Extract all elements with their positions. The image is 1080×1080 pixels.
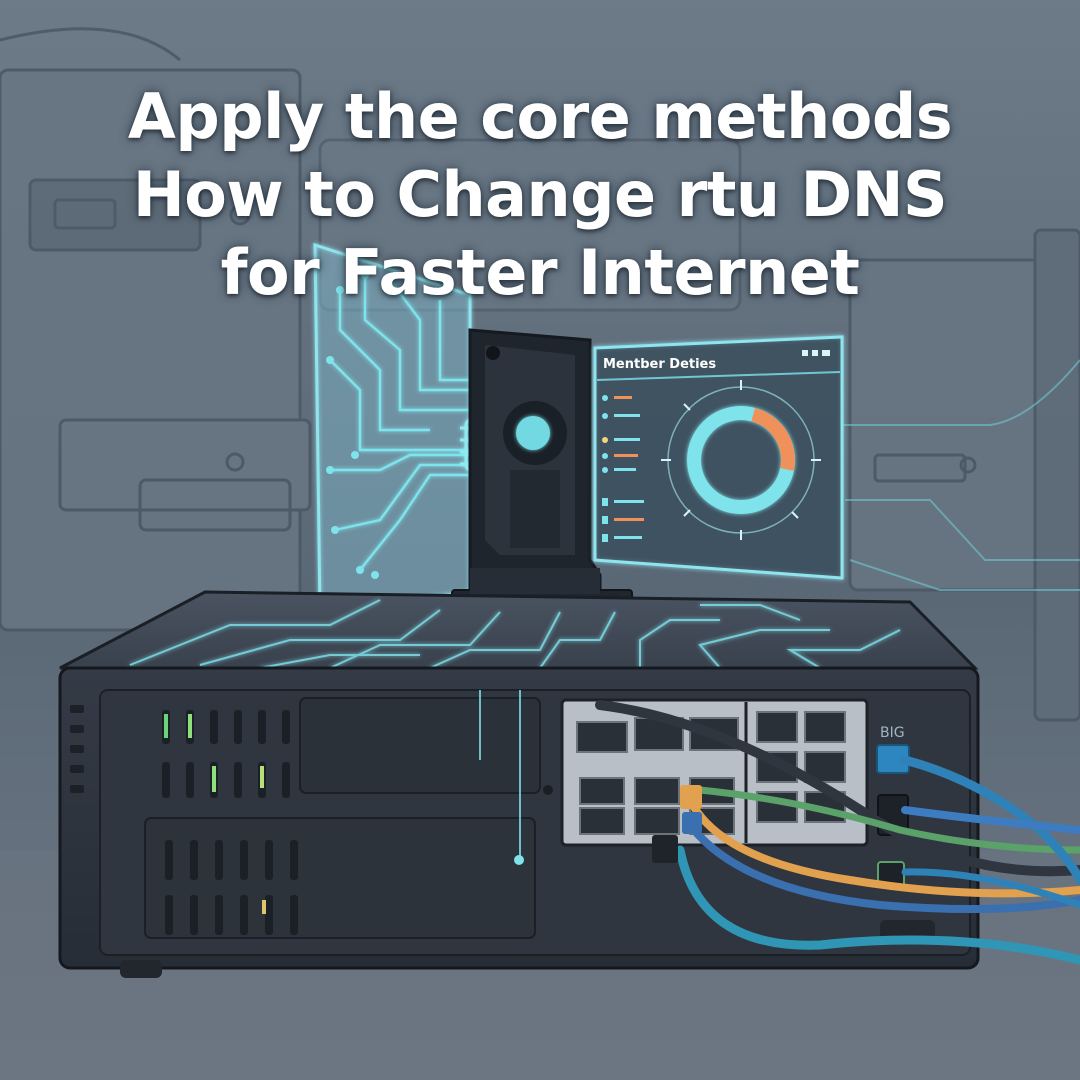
- network-cables: [595, 700, 1080, 965]
- background-circuit-lines: [840, 359, 1080, 591]
- dashboard-title: Mentber Deties: [603, 357, 716, 372]
- router: BIG: [58, 590, 980, 978]
- router-side-vents: [70, 705, 84, 793]
- router-port-block: [560, 698, 869, 847]
- dashboard-gauge: [661, 380, 821, 540]
- headline-line-2: How to Change rtu DNS: [132, 158, 948, 231]
- headline-line-1: Apply the core methods: [127, 80, 953, 153]
- headline-line-3: for Faster Internet: [220, 236, 860, 309]
- router-top-traces: [129, 599, 901, 669]
- dashboard-list-items: [602, 395, 644, 542]
- dashboard-window-controls: [802, 350, 830, 356]
- router-status-leds: [164, 714, 266, 914]
- headline: Apply the core methods How to Change rtu…: [0, 78, 1080, 312]
- hologram-dashboard: Mentber Deties: [593, 335, 844, 580]
- port-label: BIG: [880, 725, 905, 741]
